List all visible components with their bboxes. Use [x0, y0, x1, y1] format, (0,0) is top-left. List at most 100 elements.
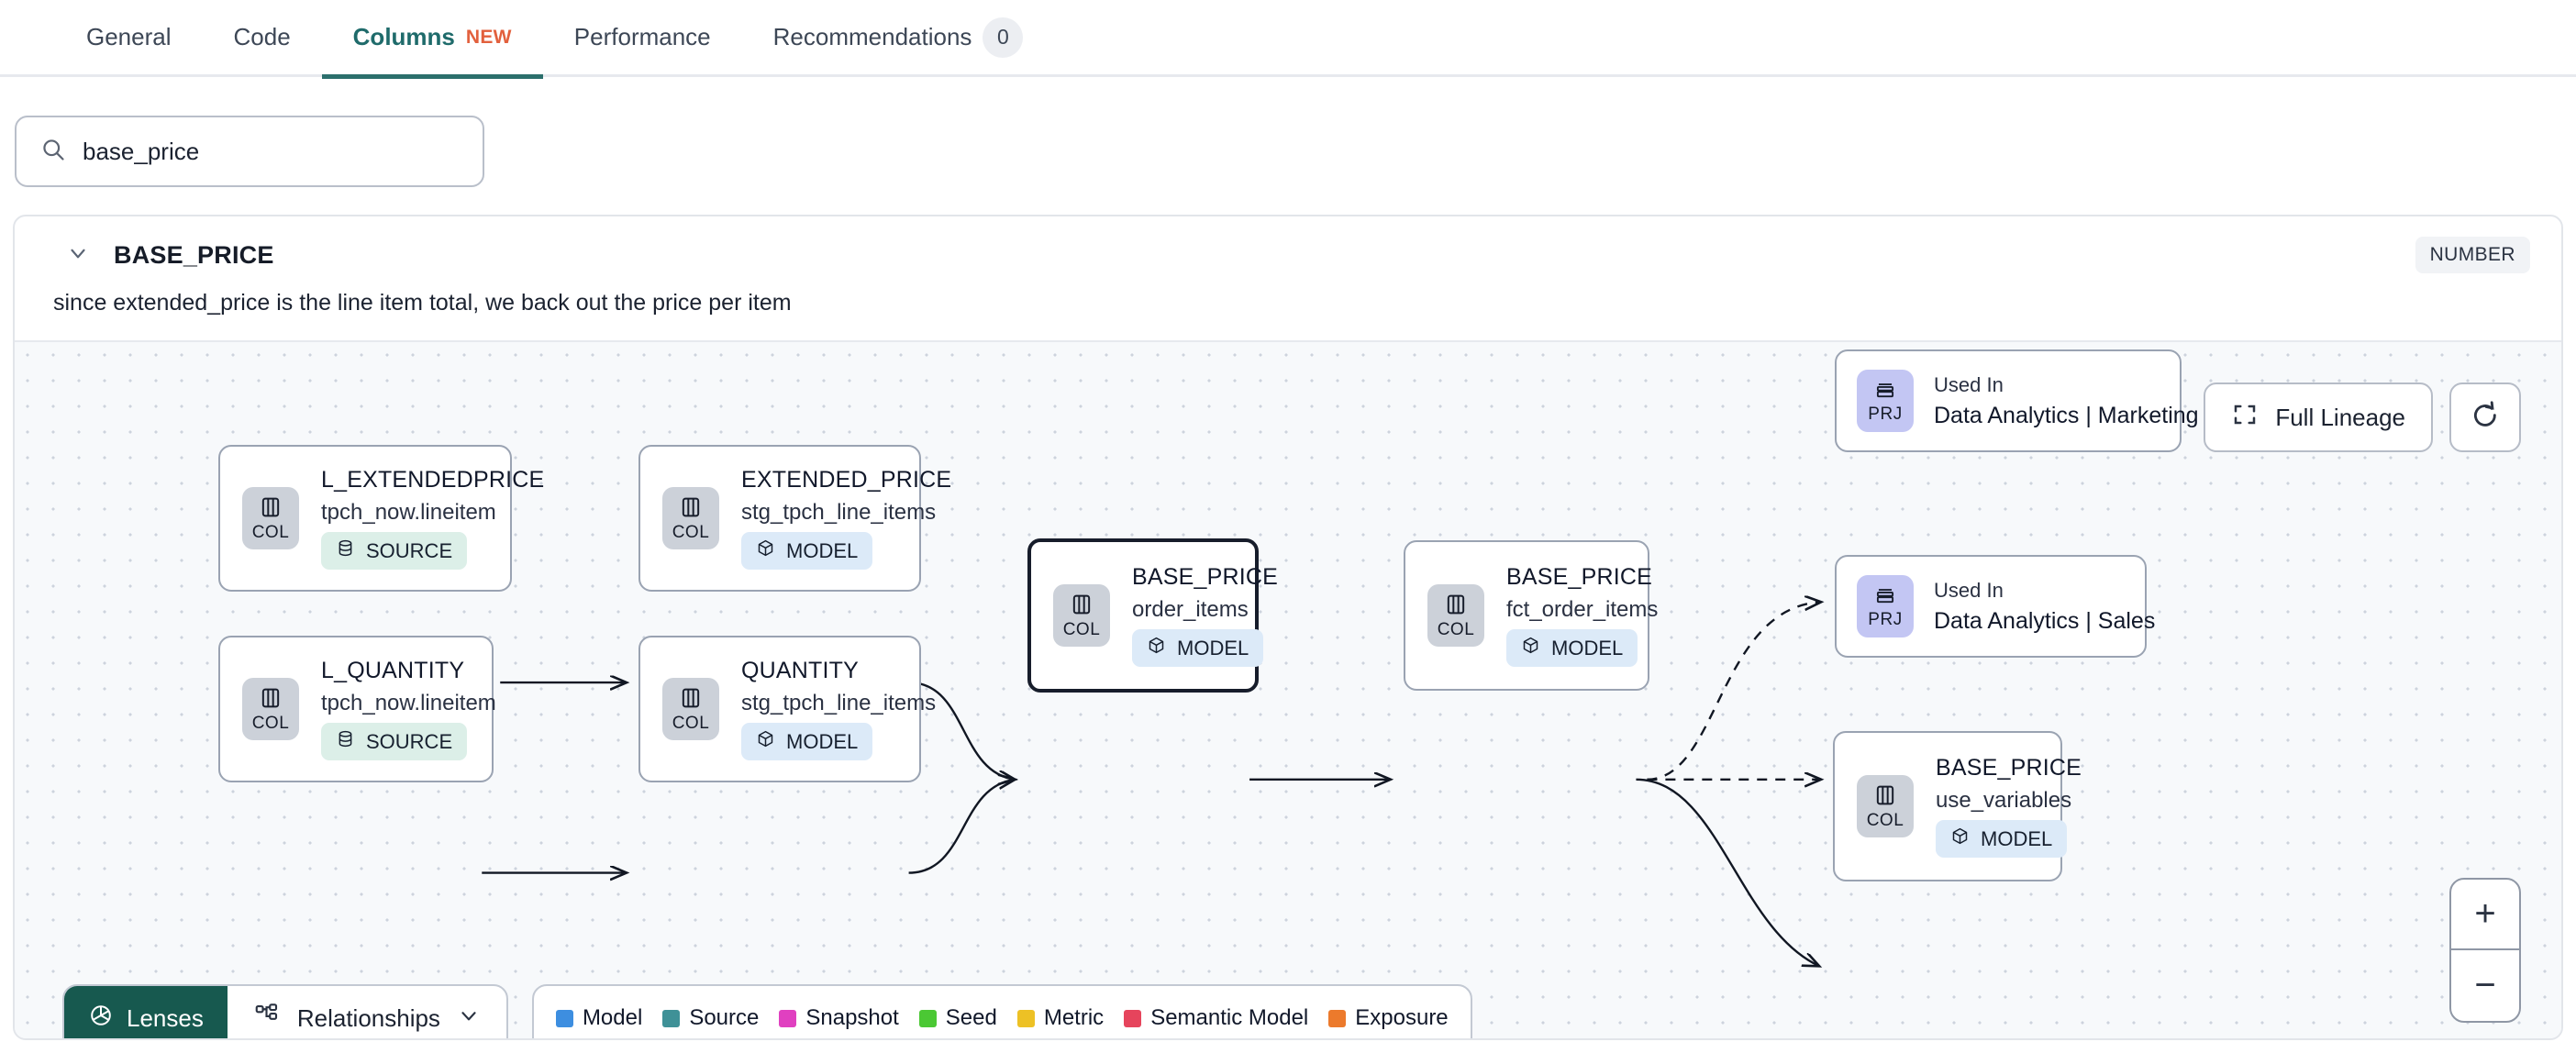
- lenses-label: Lenses: [127, 1003, 204, 1032]
- tab-label: Columns: [352, 23, 455, 50]
- legend-label: Metric: [1043, 1005, 1105, 1030]
- relationships-dropdown[interactable]: Relationships: [228, 986, 506, 1038]
- chip-label: COL: [1866, 810, 1904, 830]
- legend-label: Model: [582, 1005, 643, 1030]
- column-icon: COL: [662, 487, 719, 549]
- refresh-button[interactable]: [2449, 382, 2521, 452]
- legend-item-exposure: Exposure: [1328, 1005, 1449, 1031]
- chip-label: COL: [251, 713, 290, 733]
- node-name: BASE_PRICE: [1506, 564, 1653, 590]
- legend-swatch: [918, 1009, 937, 1027]
- full-lineage-button[interactable]: Full Lineage: [2204, 382, 2433, 452]
- nodes-icon: [253, 1002, 281, 1036]
- zoom-controls: + −: [2449, 878, 2521, 1023]
- chevron-down-icon[interactable]: [66, 241, 90, 269]
- legend-swatch: [662, 1009, 681, 1027]
- tab-recommendations[interactable]: Recommendations 0: [742, 0, 1055, 76]
- lineage-node-project-sales[interactable]: PRJ Used In Data Analytics | Sales: [1835, 555, 2155, 658]
- legend-label: Exposure: [1355, 1005, 1449, 1030]
- node-type-tag: MODEL: [741, 532, 873, 570]
- lineage-node-quantity[interactable]: COL QUANTITY stg_tpch_line_items MODEL: [638, 636, 936, 782]
- lineage-node-l-quantity[interactable]: COL L_QUANTITY tpch_now.lineitem SOURCE: [218, 636, 496, 782]
- node-name: BASE_PRICE: [1132, 564, 1279, 590]
- chip-label: PRJ: [1868, 404, 1903, 424]
- chevron-down-icon: [457, 1003, 481, 1034]
- node-type-tag: SOURCE: [321, 723, 468, 760]
- column-description: since extended_price is the line item to…: [53, 290, 792, 316]
- search-input[interactable]: [83, 137, 459, 166]
- node-name: EXTENDED_PRICE: [741, 467, 952, 493]
- lenses-relationships-group: Lenses Relationships: [62, 984, 508, 1038]
- chip-label: PRJ: [1868, 609, 1903, 629]
- lineage-canvas[interactable]: COL L_EXTENDEDPRICE tpch_now.lineitem SO…: [15, 340, 2561, 1040]
- project-icon: PRJ: [1857, 575, 1914, 637]
- lineage-node-base-price-fct-order-items[interactable]: COL BASE_PRICE fct_order_items MODEL: [1404, 540, 1658, 691]
- lenses-button[interactable]: Lenses: [64, 986, 228, 1038]
- chip-label: COL: [1062, 619, 1101, 639]
- legend-item-semantic-model: Semantic Model: [1124, 1005, 1308, 1031]
- node-name: QUANTITY: [741, 658, 859, 683]
- expand-icon: [2231, 401, 2259, 435]
- legend-swatch: [1328, 1009, 1347, 1027]
- tab-performance[interactable]: Performance: [543, 0, 742, 76]
- node-name: BASE_PRICE: [1936, 755, 2082, 781]
- tab-bar: General Code Columns NEW Performance Rec…: [0, 0, 2576, 79]
- tab-label: Performance: [573, 23, 711, 50]
- tab-general[interactable]: General: [55, 0, 203, 76]
- lineage-node-project-marketing[interactable]: PRJ Used In Data Analytics | Marketing: [1835, 349, 2199, 452]
- chip-label: COL: [1437, 619, 1475, 639]
- node-tag-label: SOURCE: [366, 538, 453, 562]
- legend-item-snapshot: Snapshot: [779, 1005, 899, 1031]
- search-icon: [40, 137, 66, 167]
- zoom-in-button[interactable]: +: [2451, 880, 2519, 950]
- database-icon: [336, 538, 355, 563]
- legend-label: Seed: [945, 1005, 997, 1030]
- column-icon: COL: [1857, 775, 1914, 837]
- lineage-node-l-extendedprice[interactable]: COL L_EXTENDEDPRICE tpch_now.lineitem SO…: [218, 445, 544, 592]
- column-icon: COL: [1053, 584, 1110, 647]
- lineage-edges: [482, 342, 2561, 1040]
- node-type-tag: SOURCE: [321, 532, 468, 570]
- node-subtitle: tpch_now.lineitem: [321, 691, 496, 715]
- node-kicker: Used In: [1934, 578, 2004, 602]
- legend-swatch: [555, 1009, 573, 1027]
- node-subtitle: fct_order_items: [1506, 597, 1659, 622]
- canvas-bottom-bar: Lenses Relationships: [62, 984, 1472, 1038]
- node-subtitle: stg_tpch_line_items: [741, 691, 937, 715]
- column-icon: COL: [242, 678, 299, 740]
- zoom-out-button[interactable]: −: [2474, 965, 2496, 1005]
- cube-icon: [756, 729, 775, 754]
- node-type-tag: MODEL: [1936, 820, 2068, 858]
- cube-icon: [1950, 826, 1970, 851]
- column-icon: COL: [242, 487, 299, 549]
- search-area: [0, 77, 2576, 215]
- cube-icon: [1521, 636, 1540, 660]
- legend-label: Semantic Model: [1150, 1005, 1309, 1030]
- project-icon: PRJ: [1857, 370, 1914, 432]
- node-kicker: Used In: [1934, 372, 2004, 396]
- lineage-node-base-price-use-variables[interactable]: COL BASE_PRICE use_variables MODEL: [1833, 731, 2082, 881]
- node-tag-label: MODEL: [1981, 826, 2053, 850]
- recommendations-count-badge: 0: [983, 17, 1024, 58]
- legend-item-seed: Seed: [918, 1005, 997, 1031]
- cube-icon: [756, 538, 775, 563]
- lineage-node-base-price-order-items[interactable]: COL BASE_PRICE order_items MODEL: [1027, 538, 1278, 693]
- node-tag-label: SOURCE: [366, 729, 453, 753]
- node-tag-label: MODEL: [786, 729, 859, 753]
- database-icon: [336, 729, 355, 754]
- chip-label: COL: [672, 522, 710, 542]
- tab-code[interactable]: Code: [203, 0, 322, 76]
- lineage-node-extended-price[interactable]: COL EXTENDED_PRICE stg_tpch_line_items M…: [638, 445, 951, 592]
- canvas-top-controls: Full Lineage: [2204, 382, 2521, 452]
- legend-label: Snapshot: [805, 1005, 899, 1030]
- node-type-tag: MODEL: [741, 723, 873, 760]
- column-header-row: BASE_PRICE NUMBER: [15, 216, 2561, 273]
- chip-label: COL: [251, 522, 290, 542]
- column-icon: COL: [1427, 584, 1484, 647]
- page-title: BASE_PRICE: [114, 240, 274, 269]
- tab-columns[interactable]: Columns NEW: [321, 0, 543, 79]
- legend-swatch: [1124, 1009, 1142, 1027]
- node-type-tag: MODEL: [1506, 629, 1638, 667]
- node-tag-label: MODEL: [1551, 636, 1624, 660]
- search-box[interactable]: [15, 116, 484, 187]
